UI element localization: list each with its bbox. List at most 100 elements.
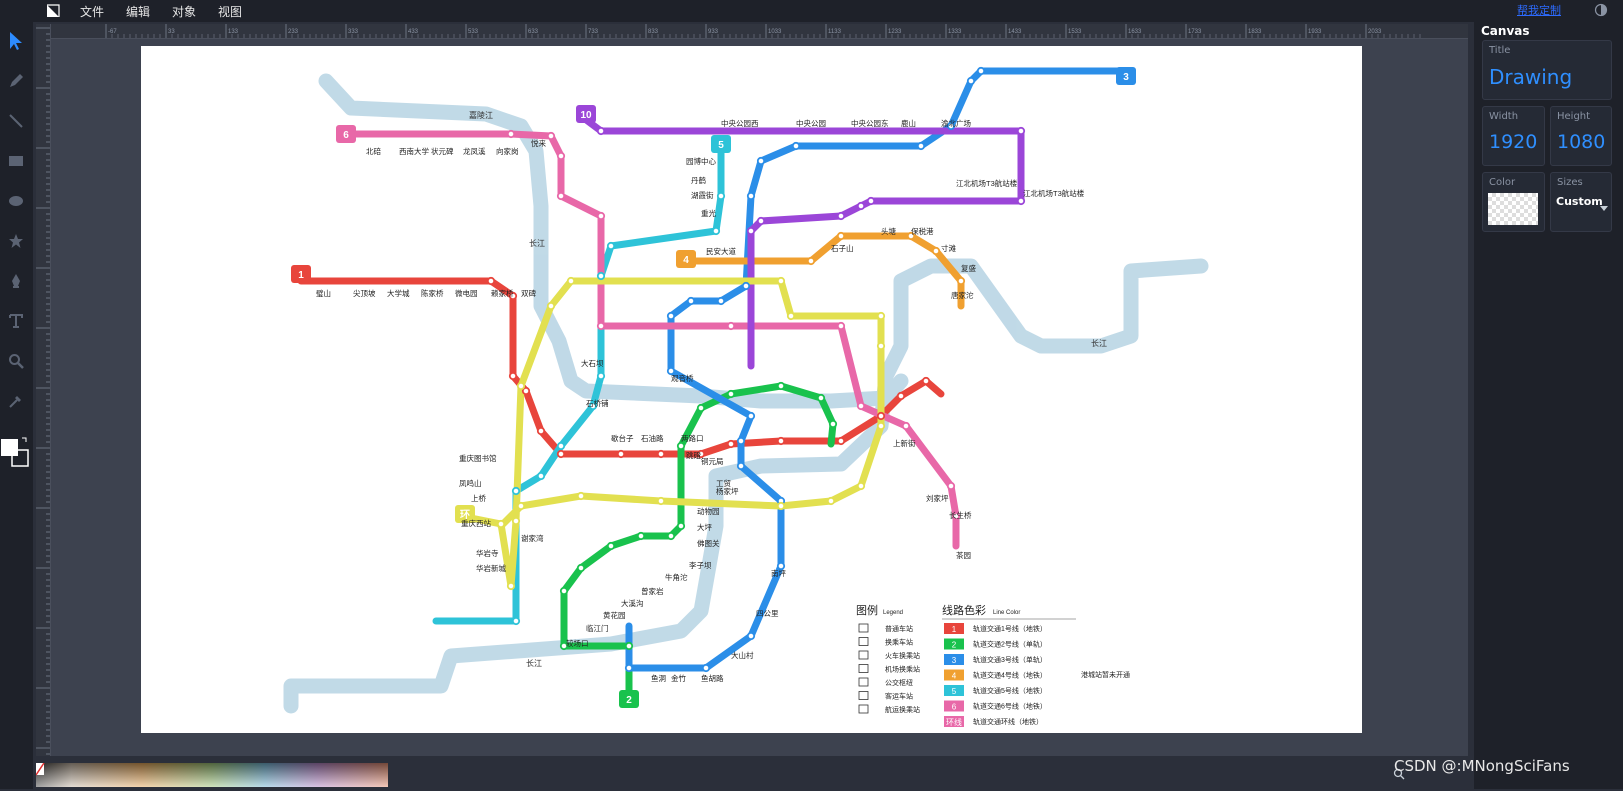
- line-badge-10[interactable]: [576, 105, 596, 123]
- station-marker[interactable]: [496, 519, 506, 529]
- line-badge-4[interactable]: [676, 250, 696, 268]
- station-marker[interactable]: [511, 516, 521, 526]
- station-marker[interactable]: [546, 131, 556, 141]
- station-marker[interactable]: [1016, 196, 1026, 206]
- station-marker[interactable]: [836, 436, 846, 446]
- line-badge-1[interactable]: [291, 265, 311, 283]
- station-marker[interactable]: [836, 321, 846, 331]
- width-value[interactable]: 1920: [1489, 131, 1538, 153]
- station-marker[interactable]: [596, 126, 606, 136]
- station-marker[interactable]: [736, 461, 746, 471]
- station-marker[interactable]: [606, 541, 616, 551]
- station-marker[interactable]: [516, 381, 526, 391]
- station-marker[interactable]: [676, 521, 686, 531]
- text-tool-icon[interactable]: [5, 310, 27, 332]
- line-badge-6[interactable]: [336, 125, 356, 143]
- station-marker[interactable]: [511, 486, 521, 496]
- menu-edit[interactable]: 编辑: [126, 4, 151, 19]
- line-badge-环[interactable]: [455, 505, 475, 523]
- menu-file[interactable]: 文件: [80, 4, 105, 19]
- fill-stroke-swatch[interactable]: [0, 436, 33, 476]
- station-marker[interactable]: [746, 631, 756, 641]
- station-marker[interactable]: [876, 411, 886, 421]
- station-marker[interactable]: [559, 586, 569, 596]
- station-marker[interactable]: [901, 421, 911, 431]
- line-badge-3[interactable]: [1116, 67, 1136, 85]
- station-marker[interactable]: [776, 501, 786, 511]
- rectangle-tool-icon[interactable]: [5, 150, 27, 172]
- station-marker[interactable]: [791, 141, 801, 151]
- station-marker[interactable]: [656, 496, 666, 506]
- station-marker[interactable]: [596, 371, 606, 381]
- station-marker[interactable]: [696, 403, 706, 413]
- station-marker[interactable]: [836, 231, 846, 241]
- station-marker[interactable]: [506, 581, 516, 591]
- station-marker[interactable]: [596, 211, 606, 221]
- station-marker[interactable]: [686, 296, 696, 306]
- line-badge-2[interactable]: [619, 690, 639, 708]
- station-marker[interactable]: [736, 436, 746, 446]
- eyedropper-tool-icon[interactable]: [5, 390, 27, 412]
- app-logo-icon[interactable]: [44, 2, 62, 20]
- color-card[interactable]: Color: [1482, 172, 1545, 232]
- zoom-tool-icon[interactable]: [5, 350, 27, 372]
- station-marker[interactable]: [716, 296, 726, 306]
- station-marker[interactable]: [726, 439, 736, 449]
- station-marker[interactable]: [666, 311, 676, 321]
- station-marker[interactable]: [624, 663, 634, 673]
- station-marker[interactable]: [711, 226, 721, 236]
- theme-toggle-icon[interactable]: [1594, 3, 1610, 19]
- sizes-dropdown-icon[interactable]: [1600, 197, 1608, 216]
- station-marker[interactable]: [596, 271, 606, 281]
- station-marker[interactable]: [666, 366, 676, 376]
- station-marker[interactable]: [966, 76, 976, 86]
- station-marker[interactable]: [741, 281, 751, 291]
- station-marker[interactable]: [876, 311, 886, 321]
- station-marker[interactable]: [516, 501, 526, 511]
- station-marker[interactable]: [756, 216, 766, 226]
- station-marker[interactable]: [556, 191, 566, 201]
- line-tool-icon[interactable]: [5, 110, 27, 132]
- station-marker[interactable]: [856, 401, 866, 411]
- station-marker[interactable]: [746, 191, 756, 201]
- station-marker[interactable]: [588, 401, 598, 411]
- station-marker[interactable]: [946, 481, 956, 491]
- station-marker[interactable]: [756, 156, 766, 166]
- station-marker[interactable]: [536, 471, 546, 481]
- ellipse-tool-icon[interactable]: [5, 190, 27, 212]
- station-marker[interactable]: [596, 321, 606, 331]
- station-marker[interactable]: [1016, 126, 1026, 136]
- station-marker[interactable]: [536, 426, 546, 436]
- station-marker[interactable]: [776, 436, 786, 446]
- title-value[interactable]: Drawing: [1489, 65, 1573, 89]
- station-marker[interactable]: [856, 201, 866, 211]
- station-marker[interactable]: [726, 321, 736, 331]
- star-tool-icon[interactable]: [5, 230, 27, 252]
- pen-tool-icon[interactable]: [5, 270, 27, 292]
- station-marker[interactable]: [776, 561, 786, 571]
- select-tool-icon[interactable]: [5, 30, 27, 52]
- station-marker[interactable]: [921, 376, 931, 386]
- station-marker[interactable]: [876, 341, 886, 351]
- station-marker[interactable]: [576, 563, 586, 573]
- station-marker[interactable]: [556, 449, 566, 459]
- station-marker[interactable]: [956, 276, 966, 286]
- station-marker[interactable]: [556, 441, 566, 451]
- station-marker[interactable]: [559, 641, 569, 651]
- station-marker[interactable]: [616, 449, 626, 459]
- station-marker[interactable]: [876, 421, 886, 431]
- station-marker[interactable]: [508, 371, 518, 381]
- sizes-value[interactable]: Custom: [1556, 195, 1603, 208]
- station-marker[interactable]: [946, 121, 956, 131]
- station-marker[interactable]: [676, 441, 686, 451]
- station-marker[interactable]: [896, 391, 906, 401]
- station-marker[interactable]: [776, 381, 786, 391]
- station-marker[interactable]: [951, 511, 961, 521]
- station-marker[interactable]: [906, 231, 916, 241]
- station-marker[interactable]: [828, 419, 838, 429]
- station-marker[interactable]: [701, 663, 711, 673]
- station-marker[interactable]: [636, 531, 646, 541]
- station-marker[interactable]: [576, 491, 586, 501]
- top-link[interactable]: 帮我定制: [1517, 4, 1561, 17]
